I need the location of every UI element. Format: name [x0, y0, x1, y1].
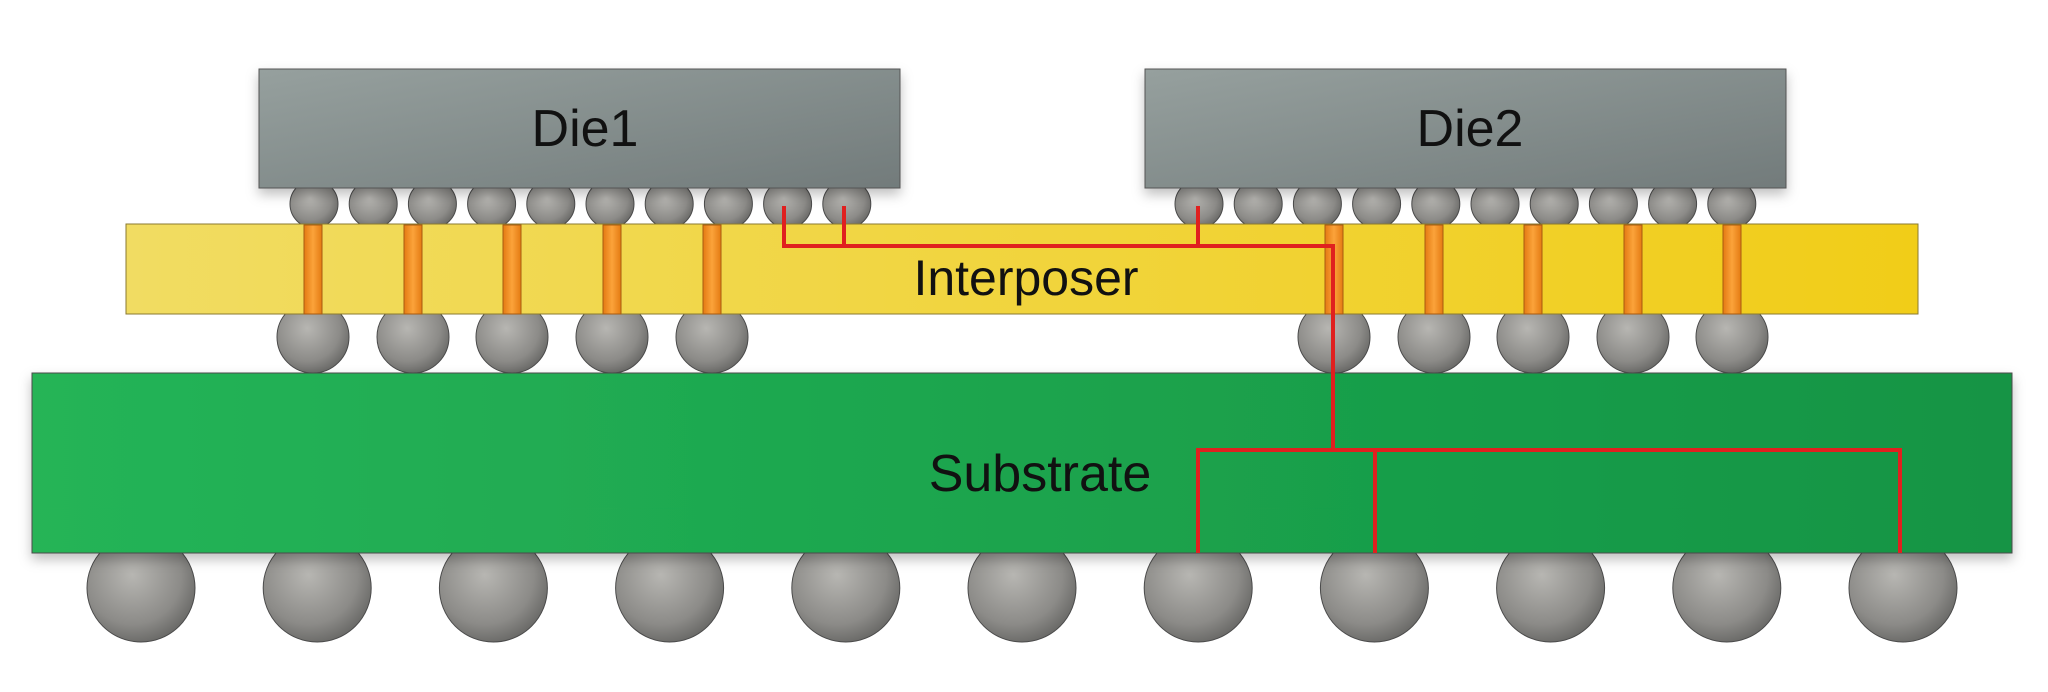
die-1-label: Die1 — [532, 100, 639, 158]
interposer — [125, 223, 1919, 315]
substrate-trace — [1196, 448, 1902, 553]
tsv — [1523, 224, 1543, 315]
tsv — [1623, 224, 1643, 315]
tsv — [702, 224, 722, 315]
c4-bumps — [276, 300, 1769, 374]
tsv — [403, 224, 423, 315]
micro-bumps — [289, 179, 1757, 229]
interposer-trace — [782, 206, 1335, 450]
die-2-label: Die2 — [1417, 100, 1524, 158]
tsv — [502, 224, 522, 315]
tsv — [602, 224, 622, 315]
tsv — [303, 224, 323, 315]
die-2 — [1144, 68, 1787, 189]
bga-balls — [86, 533, 1958, 643]
tsv — [1424, 224, 1444, 315]
routing-traces — [782, 206, 1902, 553]
die-1 — [258, 68, 901, 189]
tsv — [1722, 224, 1742, 315]
interposer-label: Interposer — [913, 250, 1138, 306]
substrate — [31, 372, 2013, 554]
substrate-label: Substrate — [929, 445, 1152, 503]
